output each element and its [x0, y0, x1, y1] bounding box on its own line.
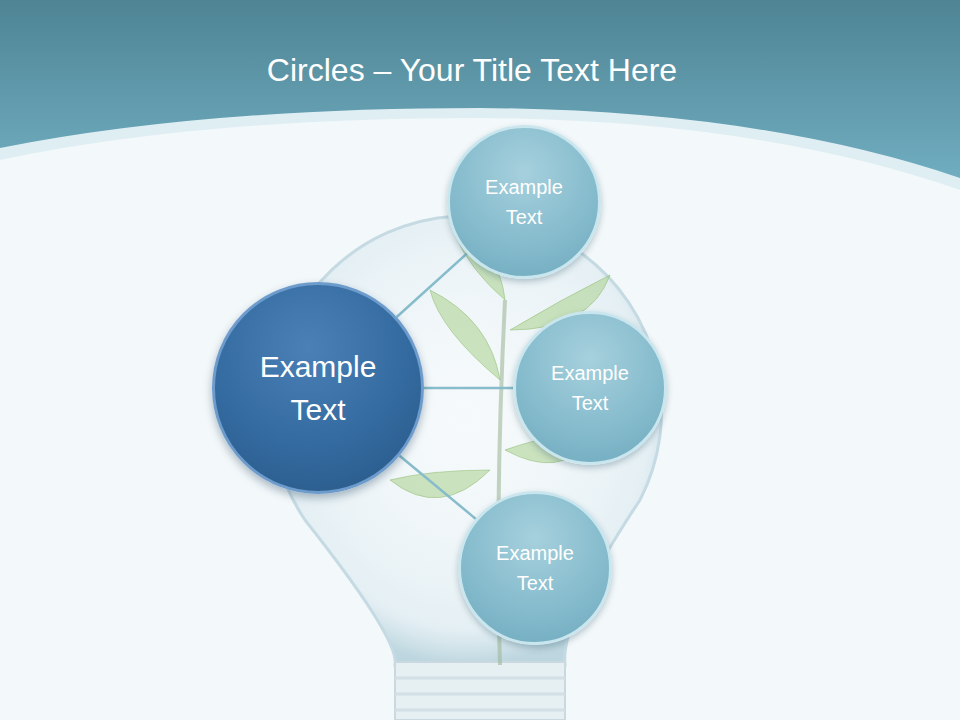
main-circle: Example Text: [212, 282, 424, 494]
circle-label: Example Text: [248, 345, 388, 432]
item-circle: Example Text: [458, 491, 612, 645]
circle-label: Example Text: [539, 358, 641, 418]
item-circle: Example Text: [447, 125, 601, 279]
circle-label: Example Text: [484, 538, 586, 598]
slide-title: Circles – Your Title Text Here: [0, 52, 944, 89]
connector-line: [397, 254, 467, 317]
connector-line: [400, 456, 476, 519]
item-circle: Example Text: [513, 311, 667, 465]
connector-line: [424, 388, 513, 389]
circle-label: Example Text: [473, 172, 575, 232]
